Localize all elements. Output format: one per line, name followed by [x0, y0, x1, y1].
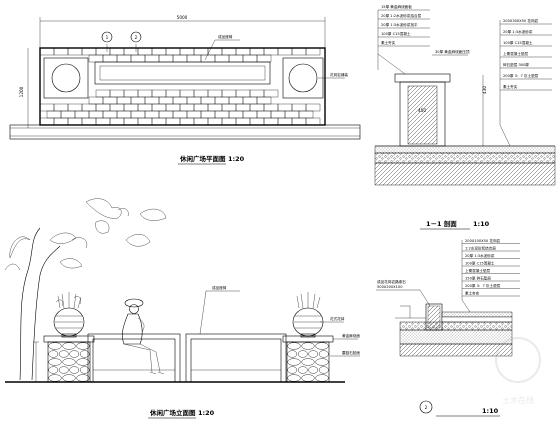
section-right-note-6: 素土夯实	[503, 84, 518, 89]
section-right-note-5: 200厚 3：7 灰土垫层	[503, 73, 539, 78]
elevation-scale: 1:20	[198, 409, 215, 417]
section-right-note-2: 100厚 C15混凝土	[503, 40, 533, 45]
right-flower-pot	[292, 292, 324, 338]
detail-note-3: 100厚 C15混凝土	[465, 261, 495, 266]
section-marker-1	[101, 31, 113, 43]
svg-text:土木在线: 土木在线	[502, 395, 534, 405]
svg-text:1: 1	[106, 35, 109, 40]
left-flower-pot	[53, 292, 85, 338]
detail-number-circle	[419, 400, 433, 414]
section-note-2: 20厚 1:3水泥砂浆找平	[381, 22, 418, 27]
watermark: 土木在线	[495, 337, 541, 405]
left-pillar	[47, 341, 91, 383]
section-right-note-1: 20厚 1:3水泥砂浆	[503, 29, 533, 34]
section-note-1: 20厚 1:2水泥砂浆结合层	[381, 13, 422, 18]
detail-note-7: 素土夯实	[465, 291, 480, 296]
detail-view: 200X100X50 花岗岩 1:2水泥砂浆结合层 20厚 1:3水泥砂浆 100厚 …	[376, 238, 520, 417]
plan-brick-pattern	[39, 47, 321, 126]
detail-left-note: 成品花岗岩路缘石	[377, 279, 406, 284]
detail-note-2: 20厚 1:3水泥砂浆	[465, 253, 495, 258]
plan-wall-body	[39, 47, 326, 126]
detail-note-5: 150厚 碎石垫层	[465, 276, 491, 281]
section-right-note-3: 上覆混凝土垫层	[503, 51, 529, 56]
right-bench	[185, 333, 287, 383]
detail-note-0: 200X100X50 花岗岩	[465, 238, 501, 243]
section-dim-1: 450	[418, 108, 426, 113]
plan-left-planter	[51, 63, 81, 93]
detail-note-6: 200厚 3：7 灰土垫层	[465, 283, 501, 288]
plan-left-dimension: 1200	[19, 86, 24, 97]
left-bench	[87, 333, 181, 383]
seated-figure	[122, 298, 165, 375]
section-right-note-4: 碎石垫层 300厚	[503, 62, 529, 67]
section-note-3: 100厚 C15混凝土	[381, 31, 411, 36]
plan-view: 5000 1200 1 2 成品座椅 花岗岩铺装 休闲广场平面图	[9, 15, 361, 165]
section-note-4: 素土夯实	[381, 40, 396, 45]
section-marker-2	[130, 31, 142, 43]
elevation-label-stone: 蘑菇石贴面	[342, 350, 360, 355]
section-note-0: 15厚 黄金麻烧面板	[381, 4, 412, 9]
detail-left-note-size: 500X200X100	[377, 285, 403, 289]
section-dim-3: 430	[482, 86, 487, 94]
detail-note-1: 1:2水泥砂浆结合层	[465, 246, 496, 251]
right-pillar	[286, 341, 330, 383]
plan-right-planter	[288, 63, 318, 93]
tree-illustration	[4, 198, 167, 381]
elevation-title: 休闲广场立面图	[149, 408, 196, 417]
elevation-view: 成品座椅 花式花钵 黄金麻烧面 蘑菇石贴面 休闲广场立面图 1:20	[4, 198, 360, 419]
plan-center-seat	[94, 61, 271, 85]
elevation-label-pot: 花式花钵	[330, 316, 345, 321]
detail-number: 2	[425, 405, 428, 410]
section-right-note-0: 200X300X50 花岗岩	[503, 18, 539, 23]
elevation-label-cap: 黄金麻烧面	[342, 333, 360, 338]
section-title: 1－1 剖面	[426, 219, 457, 228]
section-mid-note: 30厚 黄金麻烧面压顶	[435, 49, 470, 54]
svg-text:2: 2	[135, 35, 138, 40]
detail-note-4: 上覆混凝土垫层	[465, 268, 491, 273]
section-scale: 1:10	[473, 220, 490, 228]
detail-scale: 1:10	[482, 407, 499, 415]
plan-label-center: 成品座椅	[218, 34, 233, 39]
section-view: 15厚 黄金麻烧面板 20厚 1:2水泥砂浆结合层 20厚 1:3水泥砂浆找平 100…	[374, 4, 556, 230]
plan-label-right: 花岗岩铺装	[330, 72, 348, 77]
plan-overall-dimension: 5000	[177, 15, 188, 20]
plan-scale: 1:20	[228, 155, 245, 163]
elevation-label-bench: 成品座椅	[212, 285, 227, 290]
plan-title: 休闲广场平面图	[179, 154, 226, 163]
